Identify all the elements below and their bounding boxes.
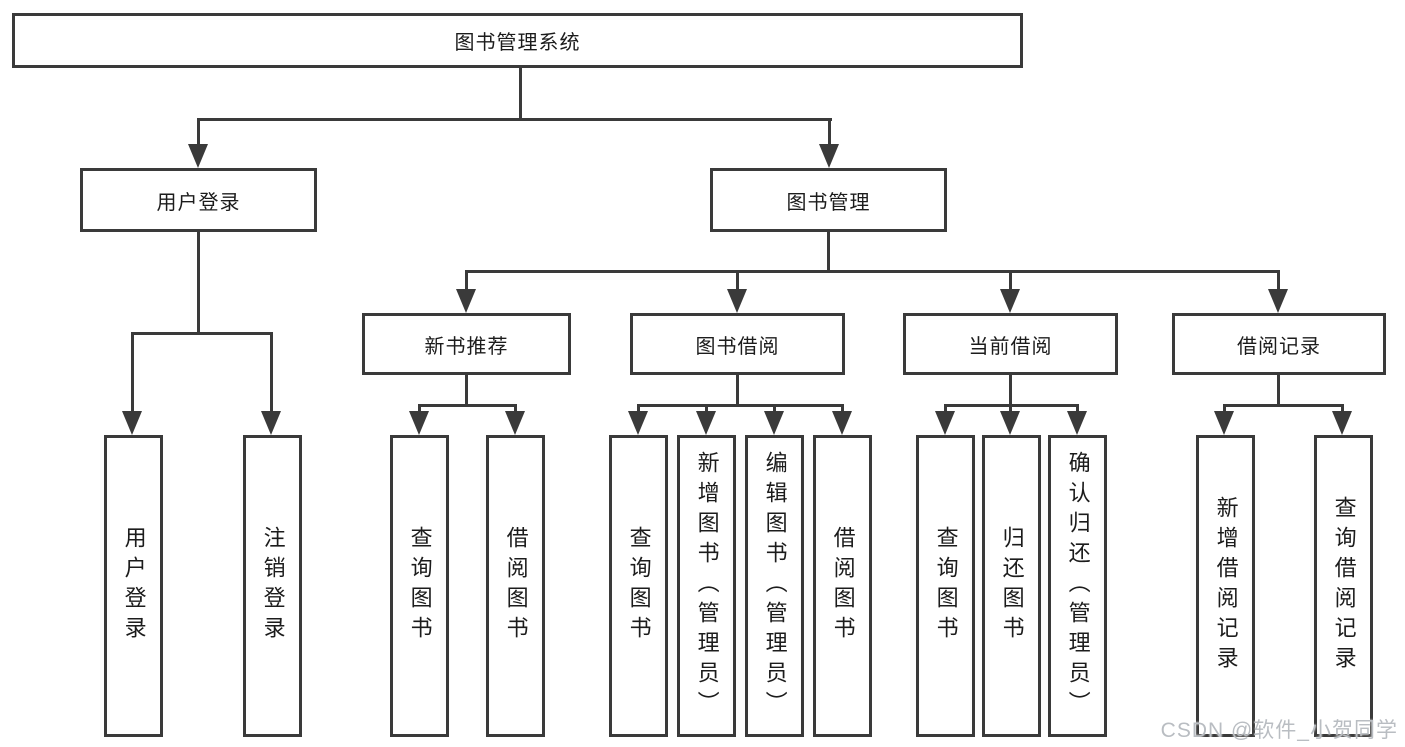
node-label: 图书管理系统: [454, 32, 581, 54]
node-book-borrowing: 图书借阅: [630, 313, 845, 375]
connector-vline: [1277, 375, 1280, 407]
node-book-management: 图书管理: [710, 168, 947, 232]
arrow-down-icon: [1000, 289, 1020, 313]
connector-vline: [841, 404, 844, 414]
connector-vline: [465, 270, 468, 292]
node-label: 图书管理: [786, 191, 871, 214]
connector-vline: [519, 68, 522, 118]
node-label: 注销登录: [260, 526, 286, 646]
node-current-borrowing: 当前借阅: [903, 313, 1118, 375]
connector-vline: [465, 375, 468, 407]
arrow-down-icon: [1268, 289, 1288, 313]
node-label: 归还图书: [999, 526, 1025, 646]
connector-vline: [705, 404, 708, 414]
node-label: 借阅图书: [503, 526, 529, 646]
leaf-return-books: 归还图书: [982, 435, 1041, 737]
connector-vline: [1341, 404, 1344, 414]
leaf-borrow-books-borrowing: 借阅图书: [813, 435, 872, 737]
arrow-down-icon: [1332, 411, 1352, 435]
leaf-query-books-borrowing: 查询图书: [609, 435, 668, 737]
connector-vline: [1277, 270, 1280, 292]
arrow-down-icon: [1214, 411, 1234, 435]
connector-vline: [514, 404, 517, 414]
node-label: 借阅图书: [830, 526, 856, 646]
node-label: 新增图书（管理员）: [694, 451, 720, 721]
connector-vline: [827, 232, 830, 270]
arrow-down-icon: [456, 289, 476, 313]
connector-vline: [736, 270, 739, 292]
connector-hline: [1223, 404, 1344, 407]
leaf-query-books-current: 查询图书: [916, 435, 975, 737]
node-user-login: 用户登录: [80, 168, 317, 232]
connector-vline: [131, 332, 134, 414]
connector-vline: [270, 332, 273, 414]
arrow-down-icon: [727, 289, 747, 313]
node-label: 新增借阅记录: [1213, 496, 1239, 676]
arrow-down-icon: [935, 411, 955, 435]
connector-vline: [418, 404, 421, 414]
connector-vline: [828, 118, 831, 148]
node-label: 查询图书: [626, 526, 652, 646]
arrow-down-icon: [1067, 411, 1087, 435]
node-label: 借阅记录: [1237, 335, 1321, 358]
connector-hline: [465, 270, 1280, 273]
connector-hline: [197, 118, 832, 121]
leaf-add-book-admin: 新增图书（管理员）: [677, 435, 736, 737]
watermark: CSDN @软件_小贺同学: [1160, 719, 1398, 742]
arrow-down-icon: [409, 411, 429, 435]
leaf-query-books-recommend: 查询图书: [390, 435, 449, 737]
node-label: 新书推荐: [424, 335, 509, 358]
connector-vline: [1223, 404, 1226, 414]
connector-vline: [736, 375, 739, 407]
leaf-logout: 注销登录: [243, 435, 302, 737]
node-label: 查询借阅记录: [1331, 496, 1357, 676]
leaf-user-login: 用户登录: [104, 435, 163, 737]
node-label: 查询图书: [933, 526, 959, 646]
node-borrowing-records: 借阅记录: [1172, 313, 1386, 375]
leaf-edit-book-admin: 编辑图书（管理员）: [745, 435, 804, 737]
node-new-book-recommendation: 新书推荐: [362, 313, 571, 375]
node-label: 查询图书: [407, 526, 433, 646]
arrow-down-icon: [696, 411, 716, 435]
node-label: 当前借阅: [968, 335, 1053, 358]
connector-hline: [131, 332, 273, 335]
leaf-query-borrow-record: 查询借阅记录: [1314, 435, 1373, 737]
node-label: 用户登录: [156, 191, 241, 214]
connector-vline: [1009, 375, 1012, 407]
arrow-down-icon: [122, 411, 142, 435]
connector-vline: [1009, 404, 1012, 414]
arrow-down-icon: [832, 411, 852, 435]
connector-vline: [1009, 270, 1012, 292]
node-label: 图书借阅: [695, 335, 780, 358]
node-label: 用户登录: [121, 526, 147, 646]
arrow-down-icon: [628, 411, 648, 435]
node-label: 编辑图书（管理员）: [762, 451, 788, 721]
leaf-confirm-return-admin: 确认归还（管理员）: [1048, 435, 1107, 737]
node-library-management-system: 图书管理系统: [12, 13, 1023, 68]
connector-vline: [773, 404, 776, 414]
arrow-down-icon: [505, 411, 525, 435]
leaf-borrow-books-recommend: 借阅图书: [486, 435, 545, 737]
arrow-down-icon: [188, 144, 208, 168]
arrow-down-icon: [261, 411, 281, 435]
connector-vline: [197, 232, 200, 332]
connector-vline: [637, 404, 640, 414]
arrow-down-icon: [819, 144, 839, 168]
connector-vline: [197, 118, 200, 148]
arrow-down-icon: [764, 411, 784, 435]
connector-hline: [637, 404, 844, 407]
connector-vline: [1076, 404, 1079, 414]
connector-hline: [418, 404, 517, 407]
arrow-down-icon: [1000, 411, 1020, 435]
node-label: 确认归还（管理员）: [1065, 451, 1091, 721]
leaf-add-borrow-record: 新增借阅记录: [1196, 435, 1255, 737]
connector-vline: [944, 404, 947, 414]
